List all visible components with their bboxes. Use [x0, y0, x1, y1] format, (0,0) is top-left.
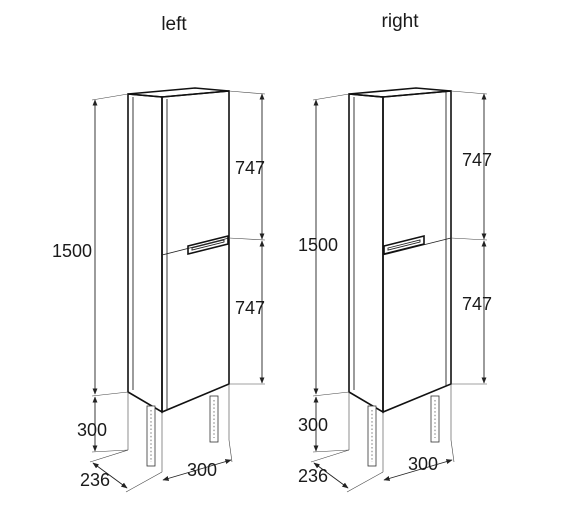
left-dim-width: 300 [162, 439, 233, 481]
right-view-label: right [382, 11, 420, 32]
left-depth-label: 236 [80, 470, 110, 490]
left-upper-label: 747 [235, 158, 265, 178]
left-width-label: 300 [187, 460, 217, 480]
left-legs-label: 300 [77, 420, 107, 440]
left-view-label: left [161, 14, 187, 35]
left-view: left [52, 14, 265, 493]
right-legs [348, 384, 452, 472]
right-dim-legs: 300 [298, 396, 350, 453]
left-dim-legs: 300 [77, 396, 129, 453]
right-dim-upper: 747 [450, 90, 492, 241]
right-height-label: 1500 [298, 235, 338, 255]
left-handle [187, 234, 229, 256]
left-legs [127, 384, 230, 472]
left-lower-label: 747 [235, 298, 265, 318]
right-dim-depth: 236 [298, 449, 384, 493]
right-depth-label: 236 [298, 466, 328, 486]
right-lower-label: 747 [462, 294, 492, 314]
right-dim-lower: 747 [451, 240, 492, 385]
left-height-label: 1500 [52, 241, 92, 261]
right-handle [383, 234, 425, 256]
left-dim-height: 1500 [52, 93, 129, 397]
left-door-divider [161, 237, 230, 256]
right-view: right [298, 11, 492, 493]
left-dim-upper: 747 [228, 90, 265, 241]
right-width-label: 300 [408, 454, 438, 474]
right-cabinet [348, 87, 452, 472]
left-dim-depth: 236 [80, 449, 163, 493]
right-upper-label: 747 [462, 150, 492, 170]
left-cabinet [127, 87, 230, 472]
right-legs-label: 300 [298, 415, 328, 435]
right-dim-height: 1500 [298, 93, 350, 397]
right-dim-width: 300 [383, 439, 455, 481]
left-dim-lower: 747 [229, 240, 265, 385]
